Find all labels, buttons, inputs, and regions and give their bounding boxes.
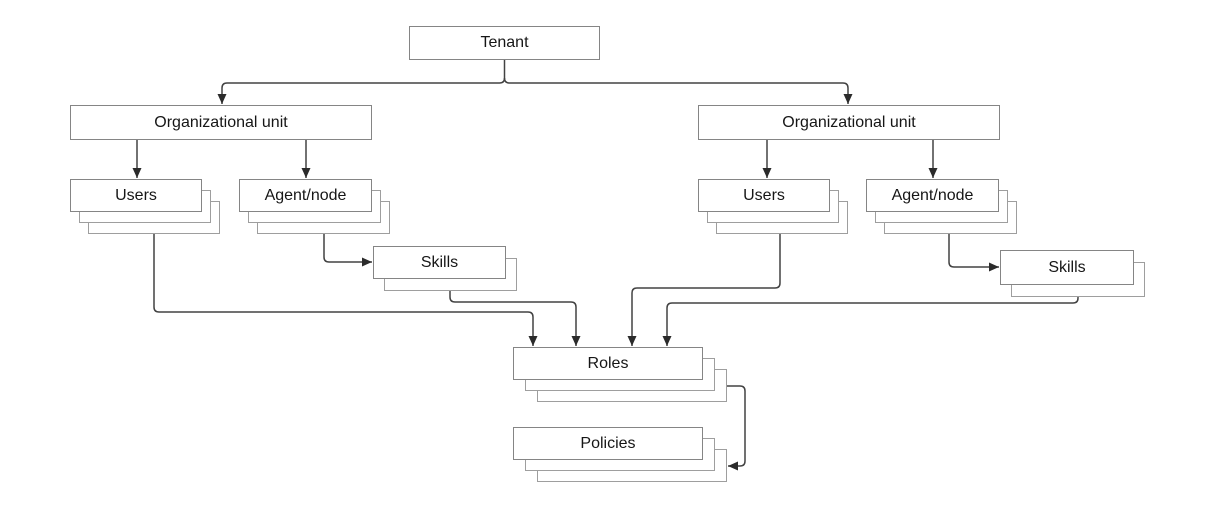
node-users-right-box: Users xyxy=(698,179,830,212)
node-agent-left: Agent/node xyxy=(239,179,390,234)
node-users-left: Users xyxy=(70,179,220,234)
node-roles-box: Roles xyxy=(513,347,703,380)
node-ou-left: Organizational unit xyxy=(70,105,372,140)
node-policies-box: Policies xyxy=(513,427,703,460)
node-skills-left: Skills xyxy=(373,246,517,291)
node-users-left-box: Users xyxy=(70,179,202,212)
node-tenant: Tenant xyxy=(409,26,600,60)
connector-usersright-roles xyxy=(627,234,781,346)
node-ou-right-box: Organizational unit xyxy=(698,105,1000,140)
connector-agentright-skills xyxy=(948,234,999,272)
connector-tenant-ou-right xyxy=(503,77,853,104)
node-users-right: Users xyxy=(698,179,848,234)
node-agent-left-box: Agent/node xyxy=(239,179,372,212)
connector-tenant-ou-left xyxy=(217,60,506,104)
connector-roles-policies xyxy=(727,385,746,471)
node-ou-right: Organizational unit xyxy=(698,105,1000,140)
node-tenant-box: Tenant xyxy=(409,26,600,60)
node-agent-right: Agent/node xyxy=(866,179,1017,234)
node-skills-right-box: Skills xyxy=(1000,250,1134,285)
connector-skillsleft-roles xyxy=(449,291,581,346)
connector-skillsright-roles xyxy=(662,297,1079,346)
connector-agentleft-skills xyxy=(323,234,372,267)
node-policies: Policies xyxy=(513,427,727,482)
node-roles: Roles xyxy=(513,347,727,402)
node-ou-left-box: Organizational unit xyxy=(70,105,372,140)
node-agent-right-box: Agent/node xyxy=(866,179,999,212)
node-skills-left-box: Skills xyxy=(373,246,506,279)
node-skills-right: Skills xyxy=(1000,250,1145,297)
